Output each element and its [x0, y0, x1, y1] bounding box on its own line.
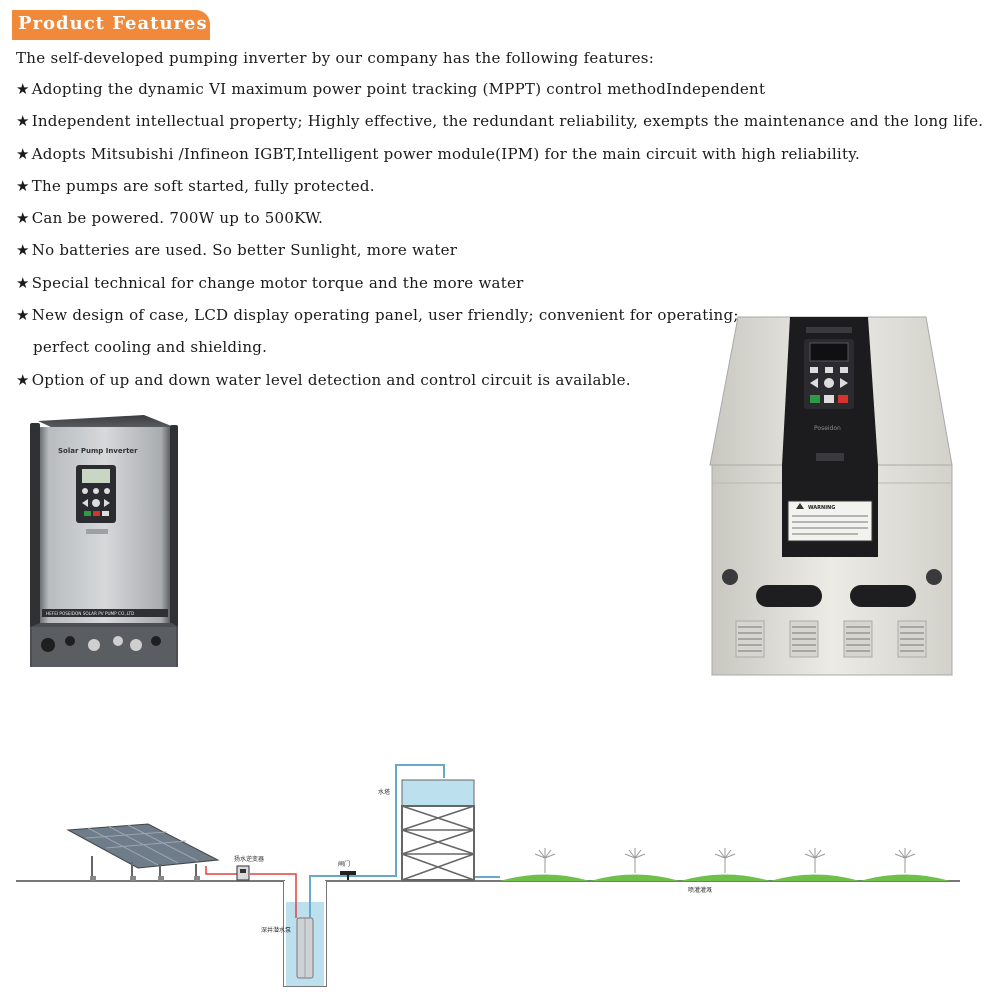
- inverter-label: 扬水逆变器: [234, 855, 264, 863]
- feature-item-continuation: perfect cooling and shielding.: [33, 338, 268, 357]
- stop-key: [93, 511, 100, 516]
- inverter-right-edge: [170, 425, 178, 629]
- inverter-body: [38, 427, 172, 625]
- inverter-left-edge: [30, 423, 40, 629]
- star-icon: ★: [16, 80, 30, 98]
- keypad-button: [93, 488, 99, 494]
- panel-footing: [130, 876, 136, 881]
- water-tank: [401, 779, 475, 807]
- feature-item: ★Adopting the dynamic VI maximum power p…: [16, 80, 766, 98]
- connector: [113, 636, 123, 646]
- valve: [340, 871, 356, 875]
- keypad-button: [104, 488, 110, 494]
- intro-text: The self-developed pumping inverter by o…: [16, 49, 655, 67]
- keypad-button: [824, 395, 834, 403]
- ground-line: [16, 880, 960, 987]
- star-icon: ★: [16, 112, 30, 131]
- panel-slot: [816, 453, 844, 461]
- feature-item: ★Independent intellectual property; High…: [16, 112, 984, 131]
- keypad-button: [82, 488, 88, 494]
- inverter-lcd: [82, 469, 110, 483]
- star-icon: ★: [16, 273, 30, 292]
- feature-item: ★Can be powered. 700W up to 500KW.: [16, 209, 324, 228]
- stop-key: [838, 395, 848, 403]
- pump-label: 深井潜水泵: [261, 926, 291, 934]
- keypad-button: [840, 367, 848, 373]
- feature-item: ★New design of case, LCD display operati…: [16, 306, 739, 325]
- feature-list: ★Adopting the dynamic VI maximum power p…: [16, 79, 983, 402]
- feature-item: ★No batteries are used. So better Sunlig…: [16, 241, 458, 260]
- keypad-arrow-right-icon: [840, 378, 848, 388]
- star-icon: ★: [16, 209, 30, 228]
- diagram-inverter-display: [240, 869, 246, 873]
- star-icon: ★: [16, 306, 30, 325]
- irrigated-field: [500, 874, 950, 881]
- cable-gland: [41, 638, 55, 652]
- warning-triangle-icon: [796, 503, 804, 509]
- feature-item: ★The pumps are soft started, fully prote…: [16, 176, 375, 195]
- star-icon: ★: [16, 241, 30, 260]
- section-header-tab: Product Features: [12, 10, 210, 40]
- warning-title: WARNING: [808, 505, 835, 511]
- solar-panel-grid: [85, 824, 199, 866]
- irrigation-label: 喷灌灌溉: [688, 886, 712, 894]
- feature-item: ★Special technical for change motor torq…: [16, 273, 524, 292]
- keypad-arrow-left-icon: [82, 499, 88, 507]
- cable-entry: [756, 585, 822, 607]
- cable-gland: [151, 636, 161, 646]
- section-title: Product Features: [18, 13, 208, 34]
- keypad-button: [92, 499, 100, 507]
- keypad-lcd: [809, 342, 849, 362]
- tower-frame: [401, 805, 475, 881]
- pumping-system-diagram: 深井潜水泵 扬水逆变器 闸门 水塔 喷灌灌溉: [16, 764, 960, 987]
- star-icon: ★: [16, 370, 30, 389]
- tower-label: 水塔: [378, 788, 390, 796]
- solar-panel-legs: [91, 856, 197, 881]
- inverter-nameplate: [86, 529, 108, 534]
- terminal-panel: [32, 627, 176, 667]
- solar-panel-array: [66, 823, 220, 869]
- mounting-bolt: [926, 569, 942, 585]
- brand-label: Poseidon: [814, 425, 841, 432]
- vent-slats: [738, 626, 924, 652]
- inverter-base-label: HEFEI POSEIDON SOLAR PV PUMP CO.,LTD: [46, 611, 134, 616]
- connector: [88, 639, 100, 651]
- star-icon: ★: [16, 176, 30, 195]
- panel-footing: [194, 876, 200, 881]
- keypad-arrow-left-icon: [810, 378, 818, 388]
- run-key: [84, 511, 91, 516]
- connector: [130, 639, 142, 651]
- pump-cable: [250, 873, 297, 918]
- panel-footing: [90, 876, 96, 881]
- solar-pump-inverter-image: Solar Pump Inverter HEFEI POSEIDON SOLAR…: [30, 415, 178, 667]
- large-inverter-image: Poseidon WARNING: [709, 316, 953, 676]
- mounting-bolt: [722, 569, 738, 585]
- valve-label: 闸门: [338, 860, 350, 868]
- feature-item: ★Option of up and down water level detec…: [16, 370, 631, 389]
- keypad-button: [824, 378, 834, 388]
- inverter-panel-title: Solar Pump Inverter: [58, 447, 138, 455]
- keypad-arrow-right-icon: [104, 499, 110, 507]
- keypad-button: [102, 511, 109, 516]
- panel-footing: [158, 876, 164, 881]
- keypad-button: [810, 367, 818, 373]
- keypad-button: [825, 367, 833, 373]
- tower-bracing: [401, 805, 475, 881]
- panel-slot: [806, 327, 852, 333]
- run-key: [810, 395, 820, 403]
- outlet-pipe: [473, 865, 500, 878]
- inverter-base-band: [42, 609, 168, 617]
- pv-cable: [205, 866, 238, 875]
- water-pipe: [309, 764, 445, 918]
- feature-item: ★Adopts Mitsubishi /Infineon IGBT,Intell…: [16, 144, 860, 163]
- cable-gland: [65, 636, 75, 646]
- star-icon: ★: [16, 144, 30, 163]
- sprinklers: [534, 848, 916, 873]
- cable-entry: [850, 585, 916, 607]
